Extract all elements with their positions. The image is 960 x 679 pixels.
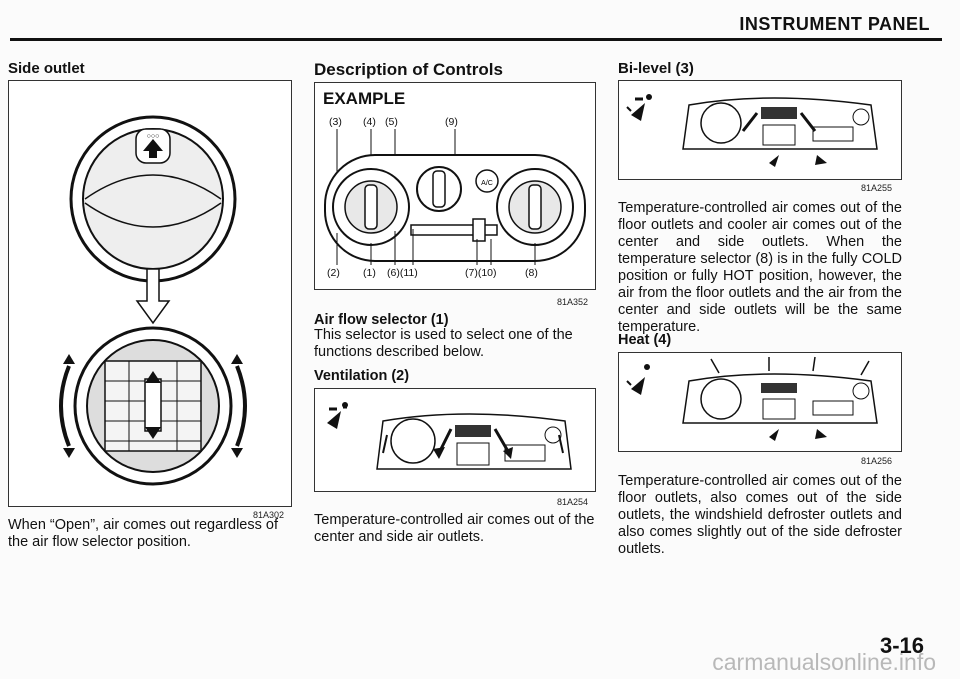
side-outlet-figure-code: 81A302 xyxy=(253,510,285,520)
controls-example-figure: EXAMPLE (3) (4) (5) (9) A/C xyxy=(314,82,596,290)
bilevel-illustration xyxy=(626,94,878,167)
bilevel-figure xyxy=(618,80,902,180)
ventilation-figure-code: 81A254 xyxy=(557,497,589,507)
callout-1: (1) xyxy=(363,267,376,279)
heat-figure xyxy=(618,352,902,452)
svg-text:○○○: ○○○ xyxy=(147,133,160,140)
bilevel-figure-code: 81A255 xyxy=(861,183,893,193)
callout-7-10: (7)(10) xyxy=(465,267,497,279)
controls-figure-code: 81A352 xyxy=(557,297,589,307)
air-flow-text: This selector is used to select one of t… xyxy=(314,327,573,360)
heat-illustration xyxy=(626,356,878,441)
side-outlet-text: When “Open”, air comes out regardless of… xyxy=(8,517,278,550)
watermark-text: carmanualsonline.info xyxy=(712,649,936,675)
page-header-title: INSTRUMENT PANEL xyxy=(739,14,930,34)
ventilation-figure xyxy=(314,388,596,492)
callout-4: (4) xyxy=(363,116,376,128)
side-outlet-heading: Side outlet xyxy=(8,60,85,77)
vent-closed-drawing: ○○○ xyxy=(69,115,237,283)
down-arrow-icon xyxy=(135,268,171,325)
heat-text: Temperature-controlled air comes out of … xyxy=(618,473,902,557)
heat-figure-code: 81A256 xyxy=(861,456,893,466)
ventilation-illustration xyxy=(327,402,572,470)
control-panel-illustration: A/C xyxy=(324,129,586,265)
callout-2: (2) xyxy=(327,267,340,279)
bilevel-mode-icon xyxy=(626,94,652,121)
vent-open-drawing xyxy=(59,326,247,486)
bilevel-heading: Bi-level (3) xyxy=(618,60,694,77)
header-rule xyxy=(10,38,942,41)
bilevel-text: Temperature-controlled air comes out of … xyxy=(618,200,902,335)
air-flow-heading: Air flow selector (1) xyxy=(314,312,449,328)
ventilation-text: Temperature-controlled air comes out of … xyxy=(314,512,595,545)
ac-label: A/C xyxy=(481,180,493,187)
side-outlet-illustration: ○○○ xyxy=(59,115,247,486)
callout-5: (5) xyxy=(385,116,398,128)
example-label: EXAMPLE xyxy=(323,89,406,108)
heat-mode-icon xyxy=(626,364,650,395)
ventilation-mode-icon xyxy=(327,402,348,429)
controls-heading: Description of Controls xyxy=(314,60,503,79)
callout-3: (3) xyxy=(329,116,342,128)
side-outlet-figure: ○○○ xyxy=(8,80,292,507)
callout-9: (9) xyxy=(445,116,458,128)
ventilation-heading: Ventilation (2) xyxy=(314,368,410,384)
callout-8: (8) xyxy=(525,267,538,279)
page-number: 3-16 xyxy=(879,633,924,658)
heat-heading: Heat (4) xyxy=(618,332,672,348)
callout-6-11: (6)(11) xyxy=(387,267,418,279)
